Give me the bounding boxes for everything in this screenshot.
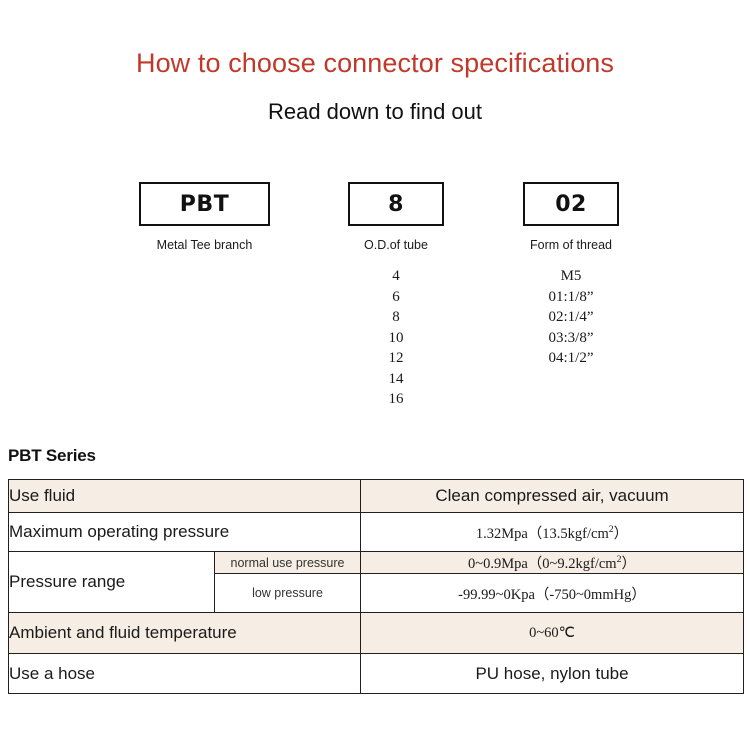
- option-item: 8: [392, 309, 400, 325]
- spec-label-use-fluid: Use fluid: [7, 479, 362, 513]
- option-item: 01:1/8”: [548, 288, 594, 305]
- spec-table: Use fluid Clean compressed air, vacuum M…: [7, 479, 745, 694]
- code-value-series: PBT: [179, 191, 230, 217]
- spec-value-use-fluid: Clean compressed air, vacuum: [360, 479, 745, 513]
- code-box-series: PBT: [139, 182, 270, 226]
- spec-label-pressure-range: Pressure range: [8, 551, 215, 613]
- option-item: 6: [392, 288, 400, 305]
- page-title: How to choose connector specifications: [135, 48, 615, 78]
- code-caption-series: Metal Tee branch: [156, 238, 253, 252]
- code-options-thread-form: M5 01:1/8” 02:1/4” 03:3/8” 04:1/2”: [523, 266, 619, 369]
- table-row: Use fluid Clean compressed air, vacuum: [7, 479, 745, 513]
- spec-value-max-pressure: 1.32Mpa（13.5kgf/cm2）: [360, 512, 745, 552]
- code-box-thread-form: 02: [523, 182, 619, 226]
- table-row: Use a hose PU hose, nylon tube: [7, 653, 745, 694]
- code-caption-thread-form: Form of thread: [530, 238, 612, 252]
- option-item: 10: [388, 329, 404, 346]
- spec-label-max-pressure: Maximum operating pressure: [7, 512, 362, 552]
- code-box-tube-od: 8: [348, 182, 444, 226]
- option-item: 12: [388, 350, 404, 366]
- code-column-series: PBT Metal Tee branch: [139, 182, 270, 266]
- code-caption-tube-od: O.D.of tube: [364, 238, 428, 252]
- option-item: 16: [388, 391, 404, 407]
- option-item: 04:1/2”: [548, 350, 594, 366]
- option-item: 14: [388, 370, 404, 387]
- spec-value-low-pressure: -99.99~0Kpa（-750~0mmHg）: [360, 573, 745, 613]
- option-item: 03:3/8”: [548, 329, 594, 346]
- option-item: 4: [392, 268, 400, 284]
- option-item: M5: [560, 268, 582, 284]
- table-row: Pressure range normal use pressure 0~0.9…: [8, 551, 745, 613]
- spec-table-heading: PBT Series: [8, 446, 96, 465]
- spec-label-temperature: Ambient and fluid temperature: [7, 612, 362, 654]
- code-options-tube-od: 4 6 8 10 12 14 16: [348, 266, 444, 410]
- spec-label-use-hose: Use a hose: [7, 653, 362, 694]
- code-value-thread-form: 02: [555, 191, 587, 217]
- table-row: Maximum operating pressure 1.32Mpa（13.5k…: [7, 512, 745, 552]
- table-row: low pressure -99.99~0Kpa（-750~0mmHg）: [9, 573, 745, 613]
- spec-value-normal-use-pressure: 0~0.9Mpa（0~9.2kgf/cm2）: [360, 551, 745, 574]
- option-item: 02:1/4”: [548, 309, 594, 325]
- spec-sublabel-low-pressure: low pressure: [213, 573, 362, 613]
- table-row: Ambient and fluid temperature 0~60℃: [7, 612, 745, 654]
- code-value-tube-od: 8: [388, 191, 404, 217]
- spec-value-temperature: 0~60℃: [360, 612, 745, 654]
- spec-sublabel-normal-use-pressure: normal use pressure: [213, 551, 362, 574]
- spec-value-use-hose: PU hose, nylon tube: [360, 653, 745, 694]
- code-column-tube-od: 8 O.D.of tube 4 6 8 10 12 14 16: [348, 182, 444, 410]
- page-subtitle: Read down to find out: [267, 99, 483, 124]
- code-breakdown-diagram: PBT Metal Tee branch 8 O.D.of tube 4 6 8…: [0, 182, 750, 422]
- code-column-thread-form: 02 Form of thread M5 01:1/8” 02:1/4” 03:…: [523, 182, 619, 369]
